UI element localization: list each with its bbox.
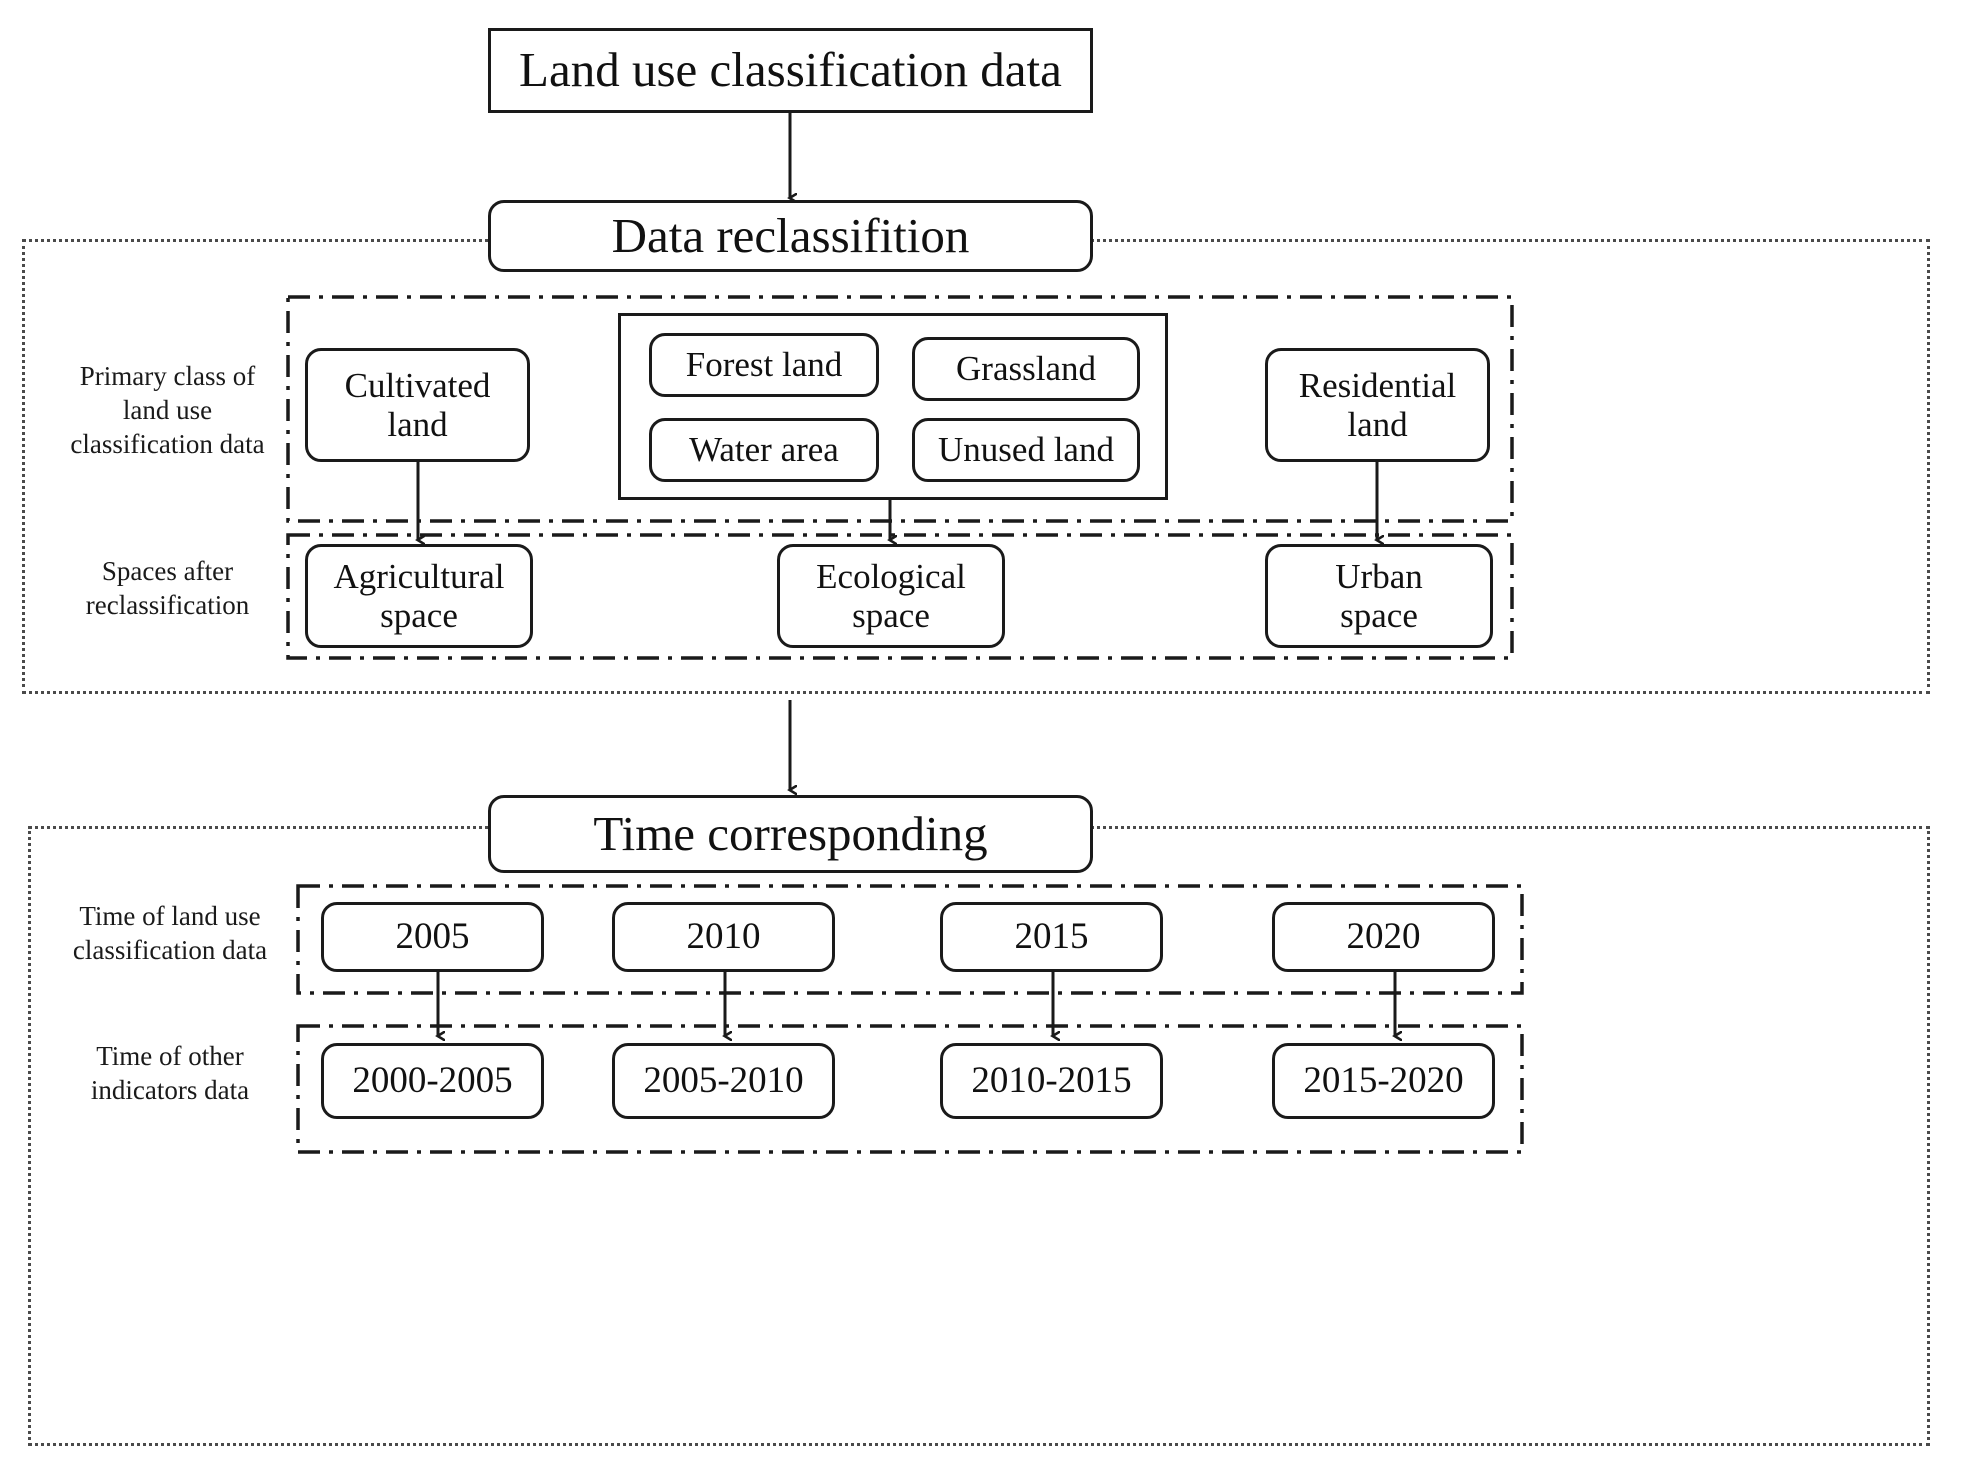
node-grassland[interactable]: Grassland <box>912 337 1140 401</box>
node-period-2005-2010[interactable]: 2005-2010 <box>612 1043 835 1119</box>
row-label-primary-class: Primary class of land use classification… <box>70 361 265 459</box>
node-water-area[interactable]: Water area <box>649 418 879 482</box>
node-period-2000-2005[interactable]: 2000-2005 <box>321 1043 544 1119</box>
node-residential-land[interactable]: Residential land <box>1265 348 1490 462</box>
node-year-2010[interactable]: 2010 <box>612 902 835 972</box>
node-time-corresponding[interactable]: Time corresponding <box>488 795 1093 873</box>
node-cultivated-land[interactable]: Cultivated land <box>305 348 530 462</box>
node-data-reclassification[interactable]: Data reclassifition <box>488 200 1093 272</box>
row-label-time-of-landuse: Time of land use classification data <box>72 901 268 965</box>
node-forest-land[interactable]: Forest land <box>649 333 879 397</box>
node-unused-land[interactable]: Unused land <box>912 418 1140 482</box>
node-year-2020[interactable]: 2020 <box>1272 902 1495 972</box>
node-year-2005[interactable]: 2005 <box>321 902 544 972</box>
node-land-use-classification-data[interactable]: Land use classification data <box>488 28 1093 113</box>
node-year-2015[interactable]: 2015 <box>940 902 1163 972</box>
node-agricultural-space[interactable]: Agricultural space <box>305 544 533 648</box>
node-ecological-space[interactable]: Ecological space <box>777 544 1005 648</box>
row-label-spaces-after: Spaces after reclassification <box>85 556 250 620</box>
row-label-time-of-other: Time of other indicators data <box>90 1041 250 1105</box>
node-urban-space[interactable]: Urban space <box>1265 544 1493 648</box>
node-period-2015-2020[interactable]: 2015-2020 <box>1272 1043 1495 1119</box>
node-period-2010-2015[interactable]: 2010-2015 <box>940 1043 1163 1119</box>
